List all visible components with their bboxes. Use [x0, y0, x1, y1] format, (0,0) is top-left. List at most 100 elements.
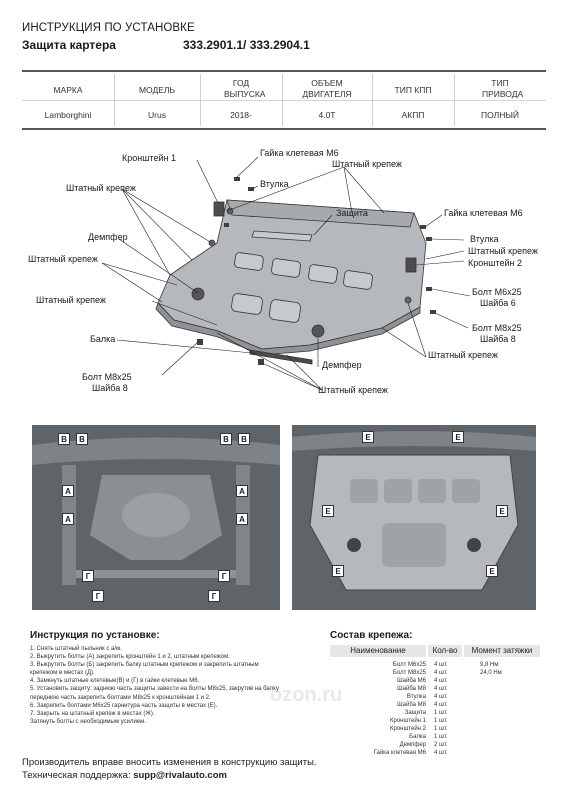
fasteners-title: Состав крепежа:	[330, 630, 413, 641]
instructions-list: 1. Снять штатный пыльник с а/м. 2. Выкру…	[30, 645, 330, 726]
marker-a: A	[236, 513, 248, 525]
column-divider	[372, 74, 373, 126]
column-divider	[200, 74, 201, 126]
marker-e: Е	[332, 565, 344, 577]
label-bushing-top: Втулка	[260, 179, 289, 189]
fastener-name: Балка	[409, 734, 426, 740]
instruction-line: 4. Замкнуть штатные клетевые(В) и (Г) в …	[30, 678, 200, 685]
header-gearbox: ТИП КПП	[394, 85, 432, 95]
instruction-line: переднюю часть закрепить болтами М8х25 к…	[30, 694, 211, 701]
product-codes: 333.2901.1/ 333.2904.1	[183, 38, 310, 52]
label-std-fastener-bottom-right: Штатный крепеж	[428, 350, 498, 360]
fastener-name: Шайба М6	[397, 678, 426, 684]
header-year: ГОД ВЫПУСКА	[224, 78, 266, 99]
marker-a: A	[62, 513, 74, 525]
underbody-photo-after: Е Е Е Е Е Е	[292, 425, 536, 610]
label-bracket-1: Кронштейн 1	[122, 153, 176, 163]
label-std-fastener-left-3: Штатный крепеж	[36, 295, 106, 305]
exploded-assembly-diagram: Кронштейн 1 Гайка клетевая М6 Втулка Шта…	[22, 135, 546, 410]
marker-b: B	[58, 433, 70, 445]
footer-support: Техническая поддержка: supp@rivalauto.co…	[22, 770, 227, 781]
instruction-line: крепежом в местах (Д).	[30, 670, 95, 677]
instruction-line: 3. Выкрутить болты (Б) закрепить балку ш…	[30, 662, 259, 669]
marker-g: Г	[208, 590, 220, 602]
support-email[interactable]: supp@rivalauto.com	[133, 770, 227, 781]
fastener-qty: 4 шт.	[434, 678, 448, 684]
label-washer-8-right: Шайба 8	[480, 334, 516, 344]
col-model: МОДЕЛЬ Urus	[114, 72, 200, 128]
label-beam: Балка	[90, 334, 116, 344]
instructions-title: Инструкция по установке:	[30, 630, 160, 641]
label-bolt-m8-left: Болт М8х25	[82, 372, 132, 382]
label-washer-8-left: Шайба 8	[92, 383, 128, 393]
bracket-2-shape	[405, 257, 417, 273]
label-bracket-2: Кронштейн 2	[468, 258, 522, 268]
label-bolt-m6: Болт М6х25	[472, 287, 522, 297]
support-label: Техническая поддержка:	[22, 770, 131, 781]
col-brand: МАРКА Lamborghini	[22, 72, 114, 128]
label-bushing-right: Втулка	[470, 234, 499, 244]
col-drive: ТИП ПРИВОДА ПОЛНЫЙ	[454, 72, 546, 128]
fastener-qty: 1 шт.	[434, 710, 448, 716]
footer-notice: Производитель вправе вносить изменения в…	[22, 757, 317, 768]
cell-brand: Lamborghini	[44, 110, 92, 120]
fastener-torque: 9,8 Нм	[480, 662, 499, 668]
label-damper-left: Демпфер	[88, 232, 128, 242]
label-damper-bottom: Демпфер	[322, 360, 362, 370]
header-brand: МАРКА	[53, 85, 83, 95]
underbody-drawing-right	[292, 425, 536, 610]
marker-b: B	[220, 433, 232, 445]
marker-e: Е	[486, 565, 498, 577]
fastener-qty: 1 шт.	[434, 726, 448, 732]
label-std-fastener-bottom: Штатный крепеж	[318, 385, 388, 395]
label-guard: Защита	[336, 208, 368, 218]
label-std-fastener-top: Штатный крепеж	[332, 159, 402, 169]
header-drive: ТИП ПРИВОДА	[482, 78, 524, 99]
instruction-heading: ИНСТРУКЦИЯ ПО УСТАНОВКЕ	[22, 22, 195, 34]
col-engine: ОБЪЕМ ДВИГАТЕЛЯ 4.0T	[282, 72, 372, 128]
fasteners-header-name: Наименование	[330, 645, 426, 657]
fastener-name: Шайба М8	[397, 686, 426, 692]
column-divider	[282, 74, 283, 126]
fastener-qty: 2 шт.	[434, 742, 448, 748]
table-top-rule	[22, 70, 546, 72]
watermark: ozon.ru	[270, 684, 343, 706]
label-std-fastener-right: Штатный крепеж	[468, 246, 538, 256]
label-std-fastener-left-1: Штатный крепеж	[66, 183, 136, 193]
column-divider	[454, 74, 455, 126]
marker-g: Г	[92, 590, 104, 602]
label-washer-6: Шайба 6	[480, 298, 516, 308]
label-std-fastener-left-2: Штатный крепеж	[28, 254, 98, 264]
fastener-qty: 1 шт.	[434, 718, 448, 724]
fastener-torque: 24,0 Нм	[480, 670, 502, 676]
marker-e: Е	[496, 505, 508, 517]
fastener-name: Демпфер	[399, 742, 426, 748]
label-bolt-m8-right: Болт М8х25	[472, 323, 522, 333]
fastener-name: Гайка клетевая М6	[373, 750, 426, 756]
instruction-line: Затянуть болты с необходимым усилием.	[30, 718, 146, 725]
instruction-line: 1. Снять штатный пыльник с а/м.	[30, 646, 122, 652]
fastener-name: Шайба М8	[397, 702, 426, 708]
fastener-name: Болт М6х25	[392, 662, 426, 668]
fastener-qty: 1 шт.	[434, 734, 448, 740]
cell-engine: 4.0T	[318, 110, 336, 120]
marker-a: A	[62, 485, 74, 497]
fastener-name: Кронштейн 2	[390, 726, 426, 732]
fastener-qty: 4 шт.	[434, 686, 448, 692]
marker-b: B	[238, 433, 250, 445]
instruction-line: 2. Выкрутить болты (А) закрепить кронште…	[30, 654, 230, 661]
marker-g: Г	[218, 570, 230, 582]
fastener-name: Болт М8х25	[392, 670, 426, 676]
col-gearbox: ТИП КПП АКПП	[372, 72, 454, 128]
fastener-qty: 4 шт.	[434, 670, 448, 676]
fastener-qty: 4 шт.	[434, 662, 448, 668]
instruction-line: 5. Установить защиту: заднюю часть защит…	[30, 686, 279, 693]
fastener-qty: 4 шт.	[434, 702, 448, 708]
fastener-name: Втулка	[406, 694, 426, 700]
cell-gearbox: АКПП	[401, 110, 425, 120]
marker-e: Е	[452, 431, 464, 443]
table-row-divider	[22, 100, 546, 101]
fastener-qty: 4 шт.	[434, 694, 448, 700]
fasteners-header-qty: Кол-во	[428, 645, 462, 657]
fasteners-header-torque: Момент затяжки	[464, 645, 540, 657]
